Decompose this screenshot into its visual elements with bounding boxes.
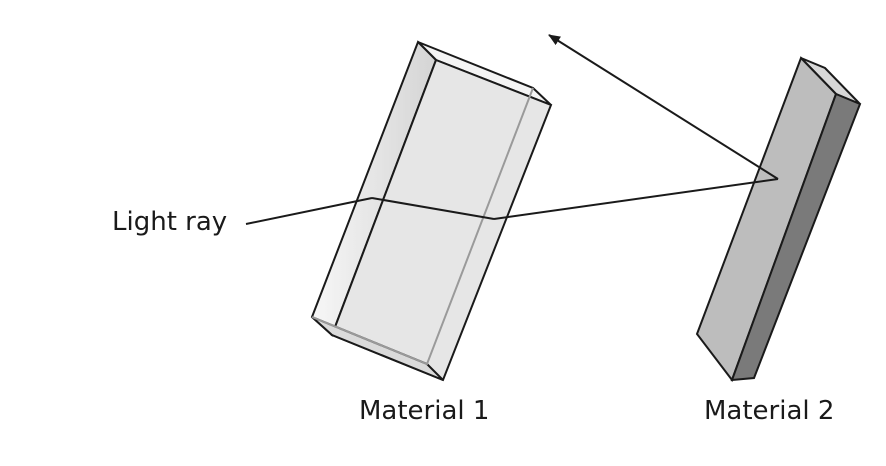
ray-inside-material-1 <box>371 197 495 220</box>
material-1-label: Material 1 <box>359 396 490 426</box>
light-ray <box>245 34 779 225</box>
material-1-block <box>310 40 553 382</box>
ray-to-mirror <box>493 178 779 220</box>
label-leader-line <box>245 197 373 225</box>
material-2-block <box>695 56 862 383</box>
material-2-side-face <box>730 92 862 382</box>
material-2-label: Material 2 <box>704 396 835 426</box>
material-1-inner-edge <box>311 87 534 366</box>
light-ray-label: Light ray <box>112 207 228 237</box>
reflected-ray-arrow <box>548 34 779 180</box>
